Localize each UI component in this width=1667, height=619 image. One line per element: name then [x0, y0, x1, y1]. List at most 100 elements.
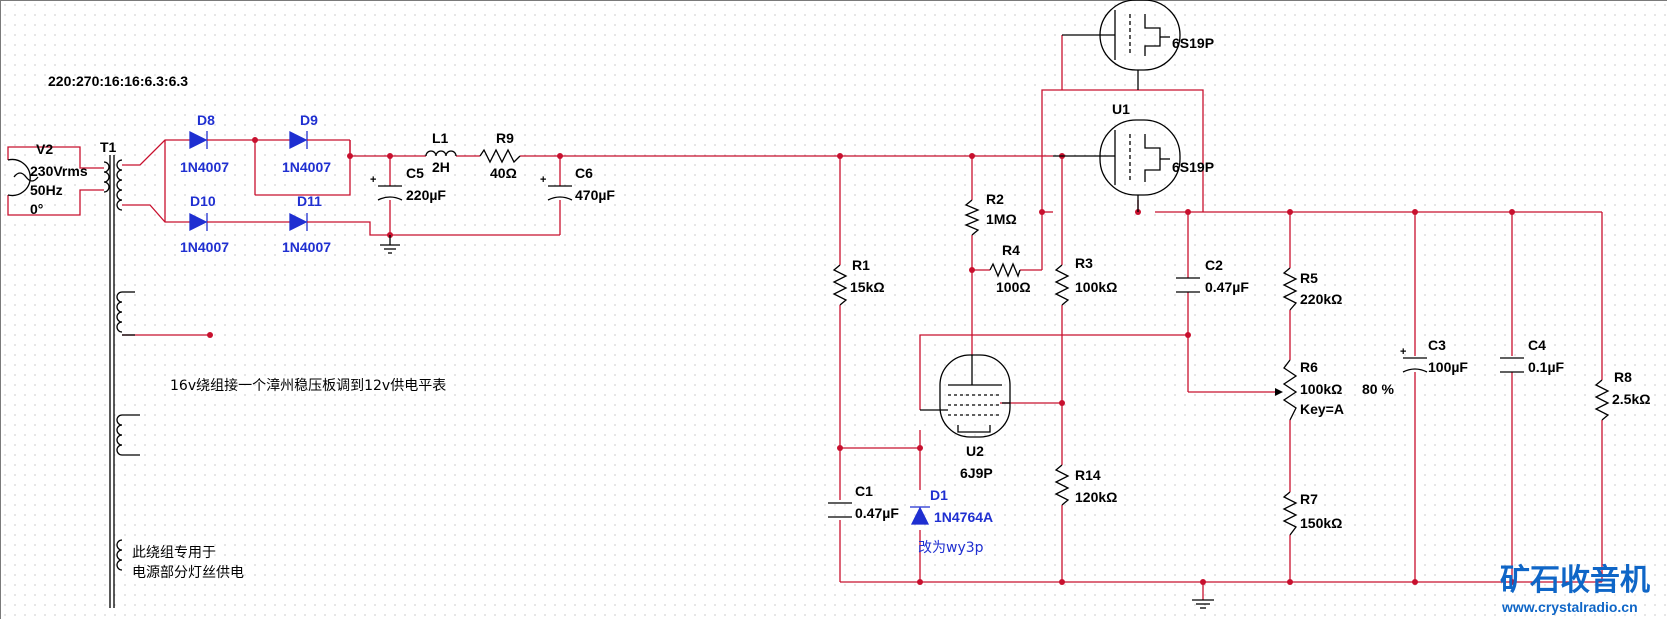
r4-ref: R4 [1002, 242, 1020, 258]
r7-ref: R7 [1300, 491, 1318, 507]
d9-part: 1N4007 [282, 159, 331, 175]
d9-ref: D9 [300, 112, 318, 128]
capacitor-c4 [1500, 357, 1524, 373]
r9-value: 40Ω [490, 165, 517, 181]
d1-ref: D1 [930, 487, 948, 503]
r6-percent: 80 % [1362, 381, 1394, 397]
capacitor-c1 [828, 502, 852, 518]
winding-16v-a [116, 291, 123, 333]
r2-ref: R2 [986, 191, 1004, 207]
resistor-r7 [1282, 491, 1298, 536]
resistor-r1 [832, 264, 848, 306]
watermark-title: 矿石收音机 [1500, 563, 1650, 598]
r9-ref: R9 [496, 130, 514, 146]
d1-part: 1N4764A [934, 509, 993, 525]
d1-note: 改为wy3p [918, 540, 984, 556]
source-v2 [7, 158, 39, 197]
r14-ref: R14 [1075, 467, 1101, 483]
r8-ref: R8 [1614, 369, 1632, 385]
r6-key: Key=A [1300, 401, 1344, 417]
v2-ref: V2 [36, 141, 53, 157]
wires [7, 35, 1603, 600]
watermark-url: www.crystalradio.cn [1501, 599, 1638, 615]
resistor-r5 [1282, 267, 1298, 311]
l1-value: 2H [432, 159, 450, 175]
c3-ref: C3 [1428, 337, 1446, 353]
annotation-notes: 16v绕组接一个漳州稳压板调到12v供电平表 此绕组专用于 电源部分灯丝供电 [132, 377, 446, 581]
c2-value: 0.47µF [1205, 279, 1249, 295]
u1-bottom-part: 6S19P [1172, 159, 1214, 175]
u1-ref: U1 [1112, 101, 1130, 117]
c1-ref: C1 [855, 483, 873, 499]
r8-value: 2.5kΩ [1612, 391, 1650, 407]
d10-ref: D10 [190, 193, 216, 209]
zener-d1 [910, 506, 930, 525]
r5-value: 220kΩ [1300, 291, 1342, 307]
c4-ref: C4 [1528, 337, 1546, 353]
note-16v-winding: 16v绕组接一个漳州稳压板调到12v供电平表 [170, 377, 446, 394]
resistor-r2 [964, 199, 980, 236]
potentiometer-r6 [1275, 359, 1298, 421]
r4-value: 100Ω [996, 279, 1031, 295]
diode-d8 [189, 130, 225, 150]
turns-ratio-label: 220:270:16:16:6.3:6.3 [48, 73, 188, 89]
svg-text:+: + [370, 174, 376, 186]
r7-value: 150kΩ [1300, 515, 1342, 531]
v2-value: 230Vrms [30, 163, 88, 179]
d10-part: 1N4007 [180, 239, 229, 255]
r1-value: 15kΩ [850, 279, 885, 295]
u1-top-part: 6S19P [1172, 35, 1214, 51]
resistor-r3 [1054, 264, 1070, 306]
winding-16v-b [116, 414, 123, 456]
c4-value: 0.1µF [1528, 359, 1565, 375]
ground-symbol-amp [1192, 599, 1214, 609]
tube-u1-bottom [1053, 119, 1181, 212]
tube-u1-top [1062, 0, 1181, 90]
capacitor-c2 [1176, 277, 1200, 293]
t1-ref: T1 [100, 139, 117, 155]
c2-ref: C2 [1205, 257, 1223, 273]
resistor-r8 [1594, 379, 1610, 421]
d8-part: 1N4007 [180, 159, 229, 175]
diode-d9 [289, 130, 325, 150]
note-filament-line1: 此绕组专用于 [132, 545, 216, 561]
d11-part: 1N4007 [282, 239, 331, 255]
transformer-t1 [103, 155, 140, 608]
r6-value: 100kΩ [1300, 381, 1342, 397]
watermark: 矿石收音机 www.crystalradio.cn [1500, 563, 1650, 615]
c6-value: 470µF [575, 187, 615, 203]
note-filament-line2: 电源部分灯丝供电 [132, 565, 244, 581]
r2-value: 1MΩ [986, 211, 1017, 227]
inductor-l1 [425, 150, 457, 157]
diode-d10 [189, 212, 225, 232]
u2-part: 6J9P [960, 465, 993, 481]
ground-symbol-psu [380, 235, 400, 254]
svg-text:+: + [1400, 346, 1406, 358]
diode-d11 [289, 212, 325, 232]
resistor-r4 [989, 262, 1021, 278]
r3-ref: R3 [1075, 255, 1093, 271]
c5-value: 220µF [406, 187, 446, 203]
d8-ref: D8 [197, 112, 215, 128]
tube-u2 [920, 354, 1011, 438]
r5-ref: R5 [1300, 270, 1318, 286]
c6-ref: C6 [575, 165, 593, 181]
c3-value: 100µF [1428, 359, 1468, 375]
c1-value: 0.47µF [855, 505, 899, 521]
r14-value: 120kΩ [1075, 489, 1117, 505]
winding-filament [116, 539, 123, 571]
c5-ref: C5 [406, 165, 424, 181]
r6-ref: R6 [1300, 359, 1318, 375]
r3-value: 100kΩ [1075, 279, 1117, 295]
v2-freq: 50Hz [30, 182, 63, 198]
v2-phase: 0° [30, 201, 43, 217]
capacitor-c5: + [370, 174, 403, 201]
resistor-r14 [1054, 464, 1070, 506]
junction-dots [207, 137, 1515, 585]
l1-ref: L1 [432, 130, 449, 146]
u2-ref: U2 [966, 443, 984, 459]
svg-text:+: + [540, 174, 546, 186]
